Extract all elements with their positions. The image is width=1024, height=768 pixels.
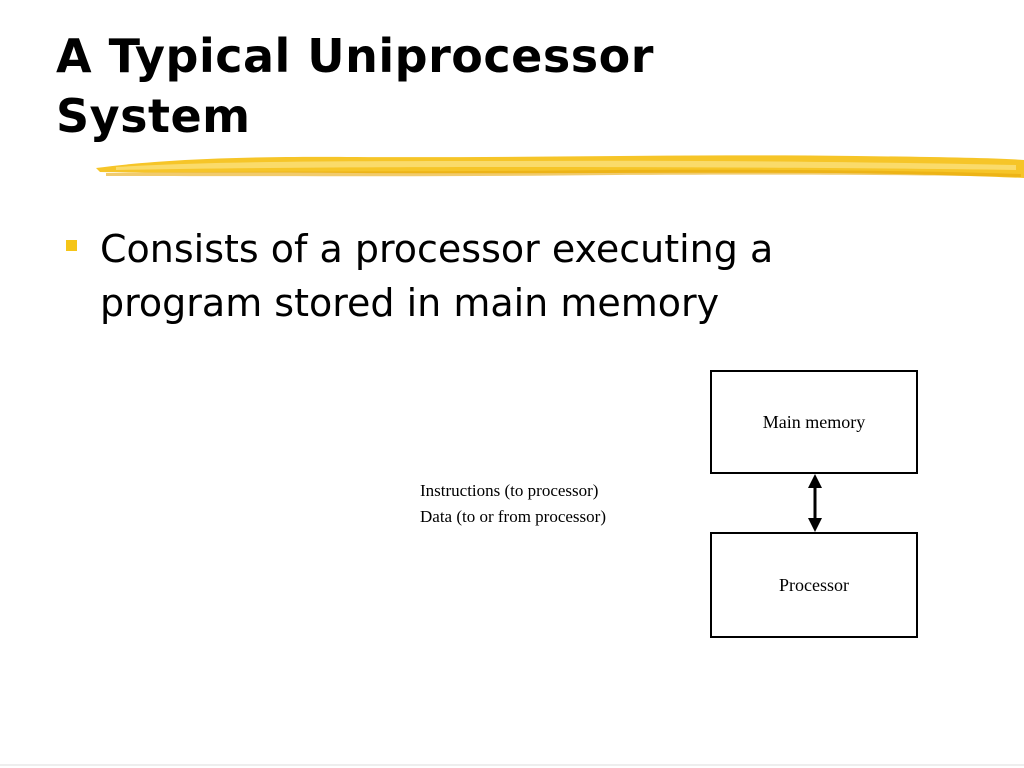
main-memory-label: Main memory	[762, 411, 866, 432]
processor-label: Processor	[779, 574, 849, 595]
instructions-label: Instructions (to processor)	[420, 481, 599, 500]
bullet-list: Consists of a processor executing a prog…	[64, 222, 964, 330]
processor-box: Processor	[710, 532, 918, 638]
data-label: Data (to or from processor)	[420, 507, 606, 526]
double-headed-arrow-icon	[808, 474, 822, 532]
arrow-labels: Instructions (to processor) Data (to or …	[420, 478, 606, 530]
main-memory-box: Main memory	[710, 370, 918, 474]
slide-title-line-1: A Typical Uniprocessor	[56, 29, 654, 83]
slide-title: A Typical Uniprocessor System	[56, 26, 956, 146]
square-bullet-icon	[66, 240, 77, 251]
bullet-text: Consists of a processor executing a prog…	[100, 227, 774, 325]
title-underline-brushstroke	[96, 155, 1024, 178]
uniprocessor-diagram: Main memory Instructions (to processor) …	[400, 360, 940, 660]
slide-title-line-2: System	[56, 89, 251, 143]
footer-divider	[0, 764, 1024, 766]
bullet-item: Consists of a processor executing a prog…	[64, 222, 964, 330]
